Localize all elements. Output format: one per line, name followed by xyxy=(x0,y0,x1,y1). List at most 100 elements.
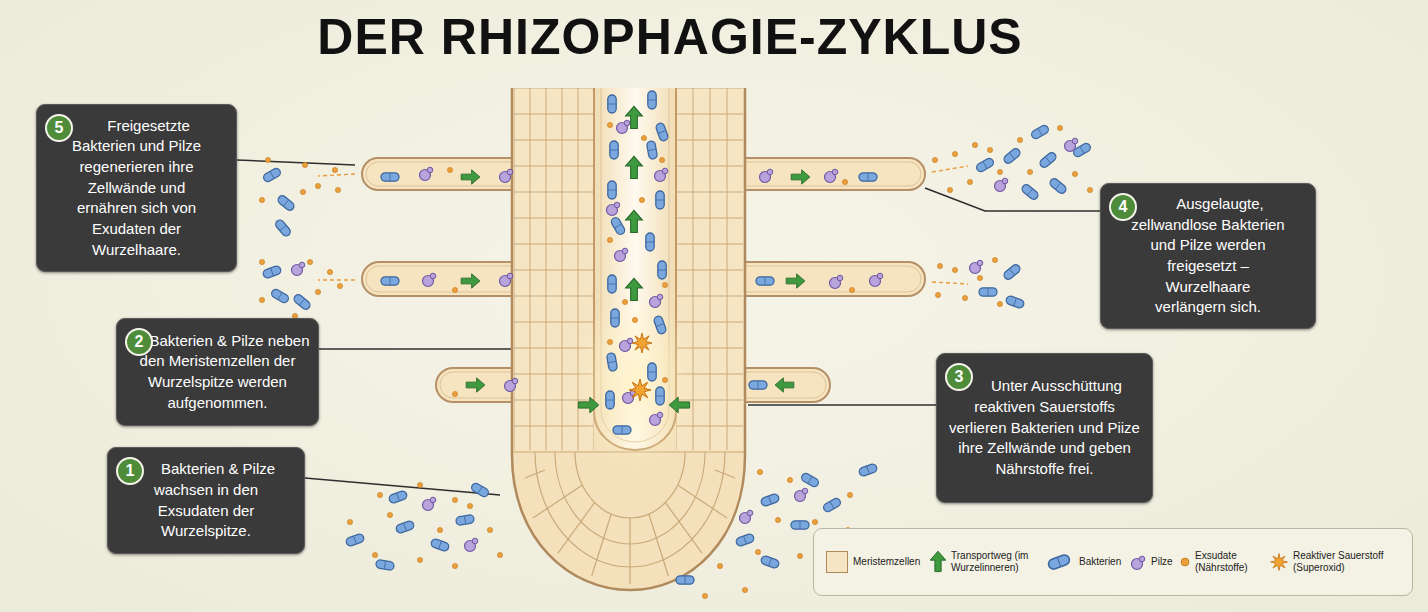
exudate-dot xyxy=(452,287,457,292)
exudate-dot xyxy=(259,259,264,264)
legend-symbol xyxy=(930,551,946,571)
fungus xyxy=(465,538,478,551)
callout-text: Unter Ausschüttung reaktiven Sauerstoffs… xyxy=(949,376,1140,479)
bacterium xyxy=(791,521,809,529)
exudate-dot xyxy=(952,151,957,156)
exudate-dot xyxy=(337,283,342,288)
callout-text: Bakterien & Pilze wachsen in den Exsudat… xyxy=(124,459,288,542)
bacterium xyxy=(611,309,619,327)
exudate-dot xyxy=(787,477,792,482)
exudate-dot xyxy=(639,197,644,202)
fungus xyxy=(995,178,1008,191)
exudate-dot xyxy=(300,189,305,194)
bacterium xyxy=(1030,124,1050,140)
fungus xyxy=(420,167,433,180)
callout-box: Ausgelaugte, zellwandlose Bakterien und … xyxy=(1100,183,1316,329)
bacterium xyxy=(648,91,656,109)
legend-label: Exsudate (Nährstoffe) xyxy=(1195,550,1257,575)
root-tip-cells xyxy=(512,452,745,584)
exudate-dot xyxy=(755,549,760,554)
callout-number-circle: 5 xyxy=(45,114,73,142)
exudate-dot xyxy=(387,512,392,517)
exudate-dot xyxy=(935,292,940,297)
transport-arrow xyxy=(791,170,810,184)
exudate-dot xyxy=(417,557,422,562)
bacterium xyxy=(1038,151,1057,169)
legend-entry: Pilze xyxy=(1130,529,1181,595)
bacterium xyxy=(735,533,755,547)
root-tip-cells xyxy=(715,470,735,478)
bacterium xyxy=(613,426,631,434)
exudate-dot xyxy=(962,295,967,300)
bacterium xyxy=(1048,177,1067,195)
fungus xyxy=(500,273,513,286)
exudate-dot xyxy=(742,587,747,592)
legend-entry: Transportweg (im Wurzelinneren) xyxy=(930,529,1039,595)
bacterium xyxy=(345,533,365,547)
bacterium xyxy=(262,265,282,279)
fungus xyxy=(760,169,773,182)
callout-box: Unter Ausschüttung reaktiven Sauerstoffs… xyxy=(936,353,1153,503)
transport-arrow xyxy=(461,106,810,413)
diagram-title: DER RHIZOPHAGIE-ZYKLUS xyxy=(170,10,1170,65)
bacterium xyxy=(381,277,399,285)
exudate-dot xyxy=(972,142,977,147)
exudate-dot xyxy=(372,552,377,557)
fungus xyxy=(1065,138,1078,151)
callout-number: 4 xyxy=(1119,199,1128,215)
callout-number-circle: 2 xyxy=(125,328,153,356)
fungus xyxy=(423,497,436,510)
fungus xyxy=(795,488,808,501)
fungus xyxy=(830,275,843,288)
legend-symbol xyxy=(1130,550,1146,574)
bacterium xyxy=(455,514,474,525)
bacterium xyxy=(1002,147,1021,165)
bacterium xyxy=(470,482,490,498)
leader-line xyxy=(925,188,1100,211)
exudate-stream xyxy=(318,279,355,280)
bacterium xyxy=(646,140,657,159)
root-outline xyxy=(512,88,745,590)
legend-symbol xyxy=(1044,550,1074,574)
fungus xyxy=(423,273,436,286)
legend-symbol xyxy=(1047,554,1071,571)
leader-line xyxy=(319,348,526,350)
fungus xyxy=(740,510,753,523)
bacterium xyxy=(608,95,616,113)
fungus xyxy=(292,262,305,275)
bacterium xyxy=(608,275,616,293)
exudate-dot xyxy=(717,563,722,568)
exudate-dot xyxy=(447,167,452,172)
superoxide-star xyxy=(629,379,651,401)
legend-symbol xyxy=(1270,550,1288,574)
exudate-dot xyxy=(775,517,780,522)
bacterium xyxy=(975,157,995,173)
legend-label: Transportweg (im Wurzelinneren) xyxy=(951,550,1039,575)
exudate-dot xyxy=(1017,137,1022,142)
bacterium xyxy=(648,363,656,381)
fungus xyxy=(607,202,620,215)
exudate-dot xyxy=(487,527,492,532)
bacterium xyxy=(430,538,450,552)
bacterium xyxy=(262,91,1092,584)
exudate-dot xyxy=(659,157,664,162)
fungus xyxy=(970,260,983,273)
bacterium xyxy=(822,497,842,513)
exudate-dot xyxy=(1057,125,1062,130)
exudate-dot xyxy=(641,135,646,140)
exudate-dot xyxy=(702,593,707,598)
legend-label: Reaktiver Sauerstoff (Superoxid) xyxy=(1293,550,1398,575)
bacterium xyxy=(262,167,282,183)
exudate-dot xyxy=(937,263,942,268)
exudate-dot xyxy=(622,299,627,304)
fungus xyxy=(615,248,628,261)
bacterium xyxy=(381,173,399,181)
exudate-dot xyxy=(977,275,982,280)
legend-swatch xyxy=(826,551,848,573)
transport-arrow xyxy=(466,378,485,392)
callout-number: 5 xyxy=(55,120,64,136)
root-tip-cells xyxy=(678,485,727,518)
exudate-dot xyxy=(1087,187,1092,192)
exudate-dot xyxy=(315,183,320,188)
